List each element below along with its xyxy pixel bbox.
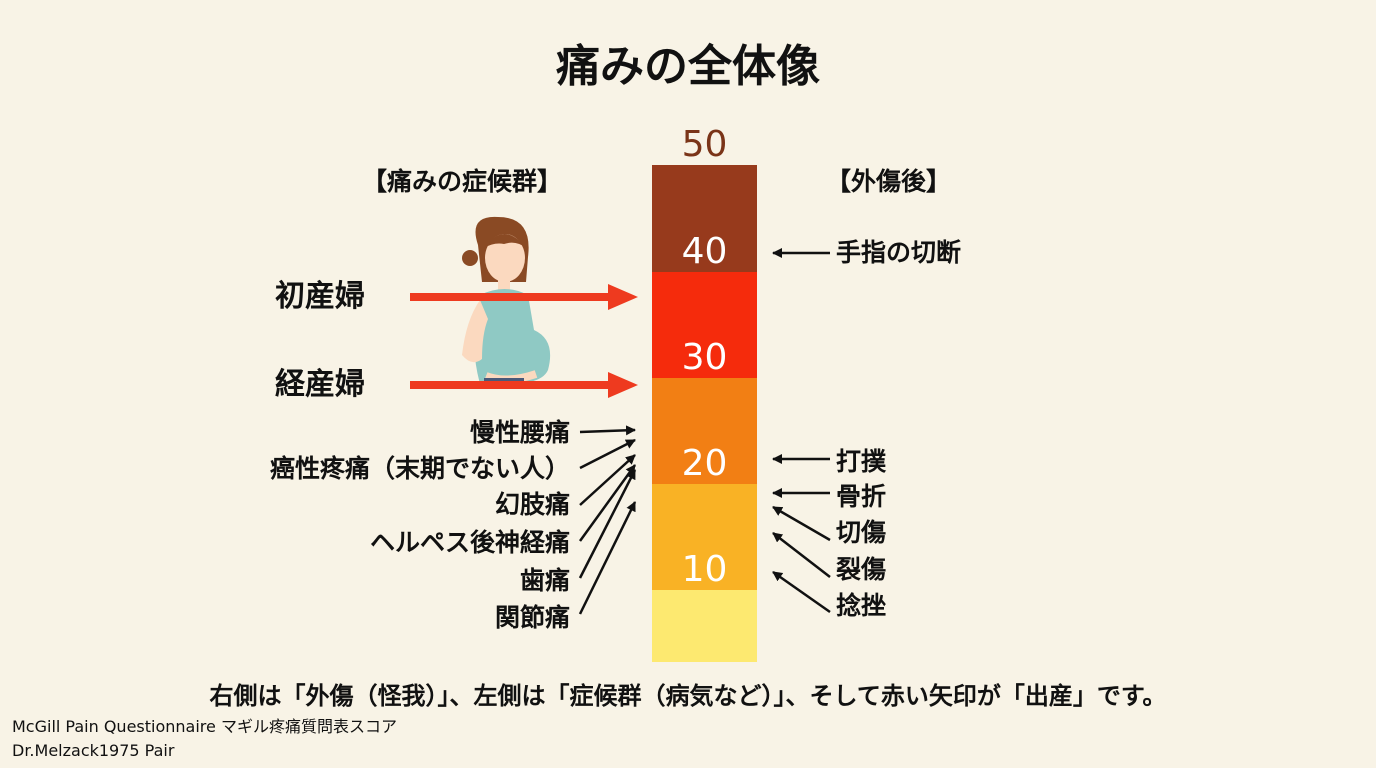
birth-label-multipara: 経産婦 <box>275 367 365 402</box>
arrow-icon <box>772 532 831 578</box>
birth-label-primipara: 初産婦 <box>275 279 365 314</box>
syndrome-label: ヘルペス後神経痛 <box>369 528 570 557</box>
right-header: 【外傷後】 <box>826 167 952 196</box>
trauma-label: 裂傷 <box>836 555 887 584</box>
arrow-icon <box>579 438 636 470</box>
syndrome-label: 関節痛 <box>494 603 570 632</box>
red-arrow-icon <box>608 284 638 310</box>
scale-tick-label: 40 <box>681 231 728 272</box>
footer-line2: Dr.Melzack1975 Pair <box>12 741 175 760</box>
scale-segment-40-50 <box>652 165 757 272</box>
trauma-label: 手指の切断 <box>836 238 962 267</box>
left-header: 【痛みの症候群】 <box>362 167 563 196</box>
arrow-icon <box>772 505 831 542</box>
arrow-icon <box>579 425 636 436</box>
arrow-icon <box>579 454 636 506</box>
arrow-icon <box>772 570 831 614</box>
arrow-icon <box>578 464 637 542</box>
scale-segment-0-10 <box>652 590 757 662</box>
syndrome-label: 幻肢痛 <box>494 490 570 519</box>
footer-line1: McGill Pain Questionnaire マギル疼痛質問表スコア <box>12 717 397 736</box>
scale-segment-10-20 <box>652 484 757 590</box>
caption: 右側は「外傷（怪我）」、左側は「症候群（病気など）」、そして赤い矢印が「出産」で… <box>209 682 1167 710</box>
red-arrow-shaft <box>410 381 610 389</box>
arrow-icon <box>578 501 637 615</box>
trauma-label: 骨折 <box>836 482 887 511</box>
scale-tick-label: 10 <box>681 549 728 590</box>
trauma-label: 切傷 <box>836 518 887 547</box>
red-arrow-icon <box>608 372 638 398</box>
red-arrow-shaft <box>410 293 610 301</box>
scale-segment-30-40 <box>652 272 757 378</box>
page-title: 痛みの全体像 <box>556 41 820 92</box>
scale-segment-20-30 <box>652 378 757 484</box>
scale-top-label: 50 <box>681 124 728 165</box>
scale-tick-label: 20 <box>681 443 728 484</box>
syndrome-label: 慢性腰痛 <box>469 418 570 447</box>
syndrome-label: 癌性疼痛（末期でない人） <box>269 454 570 483</box>
trauma-label: 打撲 <box>836 447 887 476</box>
syndrome-label: 歯痛 <box>519 566 570 595</box>
arrow-icon <box>578 469 637 579</box>
scale-tick-label: 30 <box>681 337 728 378</box>
trauma-label: 捻挫 <box>836 591 887 620</box>
